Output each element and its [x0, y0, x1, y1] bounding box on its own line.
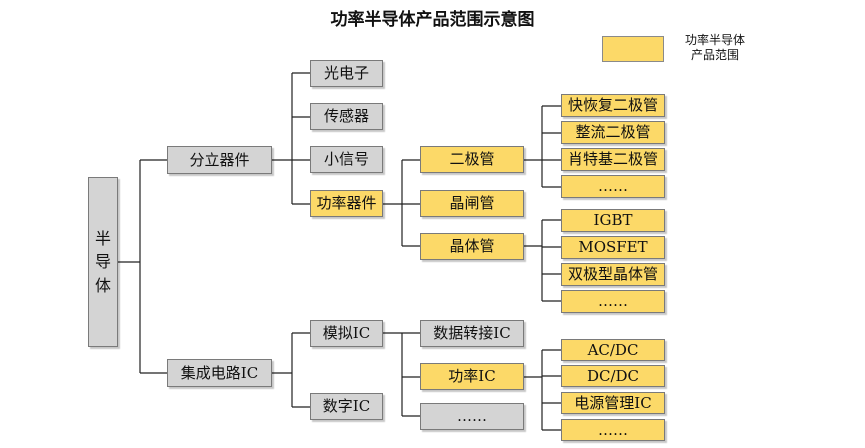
node-diode: 二极管: [420, 146, 524, 173]
node-digital-ic: 数字IC: [310, 393, 383, 420]
legend-label: 功率半导体 产品范围: [672, 33, 758, 63]
node-schottky-diode: 肖特基二极管: [561, 148, 665, 171]
node-data-converter-ic: 数据转接IC: [420, 320, 524, 347]
node-transistor-more: ……: [561, 290, 665, 313]
node-thyristor: 晶闸管: [420, 190, 524, 217]
node-rectifier-diode: 整流二极管: [561, 121, 665, 144]
node-semiconductor: 半 导 体: [88, 177, 118, 347]
node-analog-ic: 模拟IC: [310, 320, 383, 347]
node-ac-dc: AC/DC: [561, 339, 665, 361]
node-power-ic-more: ……: [561, 419, 665, 441]
legend-label-line2: 产品范围: [690, 48, 739, 62]
node-small-signal: 小信号: [310, 146, 383, 173]
node-integrated-circuit: 集成电路IC: [167, 359, 272, 387]
diagram-title: 功率半导体产品范围示意图: [330, 10, 535, 30]
node-discrete-devices: 分立器件: [167, 146, 272, 174]
node-dc-dc: DC/DC: [561, 365, 665, 387]
node-power-ic: 功率IC: [420, 363, 524, 390]
node-sensor: 传感器: [310, 103, 383, 130]
node-optoelectronic: 光电子: [310, 60, 383, 87]
node-fast-recovery-diode: 快恢复二极管: [561, 94, 665, 117]
node-mosfet: MOSFET: [561, 236, 665, 259]
legend-label-line1: 功率半导体: [684, 33, 745, 47]
node-igbt: IGBT: [561, 209, 665, 232]
root-char-1: 半: [94, 229, 111, 249]
node-transistor: 晶体管: [420, 233, 524, 260]
root-char-3: 体: [94, 275, 111, 295]
node-diode-more: ……: [561, 175, 665, 198]
node-power-device: 功率器件: [310, 190, 383, 217]
root-char-2: 导: [94, 252, 111, 272]
node-power-management-ic: 电源管理IC: [561, 392, 665, 414]
legend-swatch: [602, 36, 664, 62]
node-analog-more: ……: [420, 403, 524, 430]
node-bipolar-transistor: 双极型晶体管: [561, 263, 665, 286]
